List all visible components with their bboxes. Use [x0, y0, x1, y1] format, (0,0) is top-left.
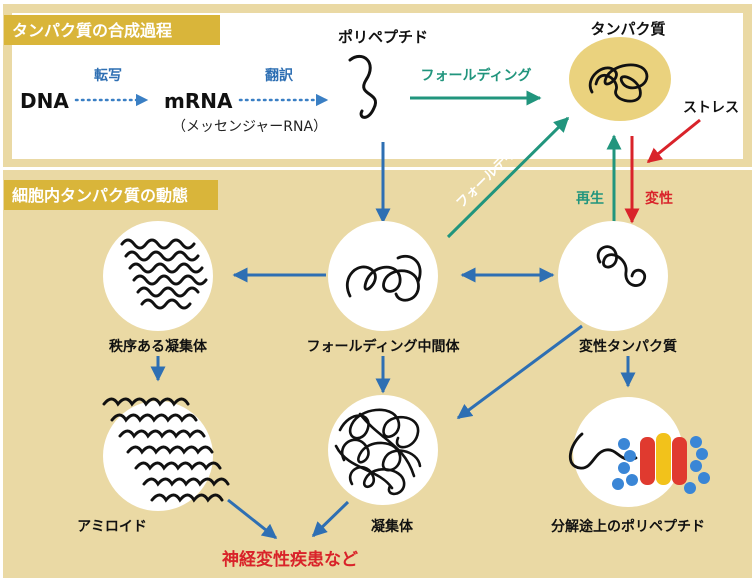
folding-intermediate-label: フォールディング中間体 [306, 338, 460, 355]
denatured-protein-label: 変性タンパク質 [579, 338, 677, 355]
denatured-protein-circle [558, 221, 668, 331]
disease-label: 神経変性疾患など [222, 549, 358, 570]
ordered-aggregate-circle [103, 221, 213, 331]
intermediate-folding-arrow [446, 116, 570, 239]
stress-arrow [646, 118, 701, 164]
folding-label: フォールディング [420, 67, 531, 84]
polypeptide-label: ポリペプチド [338, 28, 428, 46]
dynamics-title: 細胞内タンパク質の動態 [12, 186, 188, 205]
denatured-protein-shape [596, 245, 647, 287]
amyloid-to-disease-arrow [227, 498, 278, 540]
degrading-polypeptide-label: 分解途上のポリペプチド [551, 518, 705, 535]
dna-label: DNA [20, 89, 69, 113]
synthesis-title: タンパク質の合成過程 [12, 21, 172, 40]
folding-intermediate-shape [346, 255, 422, 302]
folded-protein-chain [588, 63, 649, 103]
regeneration-label: 再生 [576, 190, 604, 207]
protein-label: タンパク質 [590, 20, 665, 38]
ordered-aggregate-label: 秩序ある凝集体 [109, 338, 208, 355]
denatured-to-aggregate-arrow [456, 324, 583, 420]
transcription-label: 転写 [94, 67, 122, 84]
ordered-aggregate-shape [120, 238, 208, 310]
mrna-label: mRNA [164, 89, 233, 113]
dynamics-header-tab [4, 180, 218, 210]
synthesis-header-tab [4, 15, 220, 45]
amyloid-label: アミロイド [77, 519, 147, 535]
aggregate-to-disease-arrow [311, 500, 350, 538]
proteasome-balls [612, 433, 710, 494]
mrna-note: （メッセンジャーRNA） [172, 119, 327, 135]
degrading-strand-shape [569, 432, 638, 470]
polypeptide-chain [348, 54, 378, 119]
amyloid-fibril-shape [102, 397, 230, 503]
aggregate-tangle-shape [334, 408, 422, 496]
aggregate-circle [328, 395, 438, 505]
translation-label: 翻訳 [265, 67, 294, 84]
stress-label: ストレス [683, 100, 739, 116]
aggregate-label: 凝集体 [371, 518, 414, 535]
denaturation-label: 変性 [645, 190, 673, 207]
folding-intermediate-circle [328, 221, 438, 331]
